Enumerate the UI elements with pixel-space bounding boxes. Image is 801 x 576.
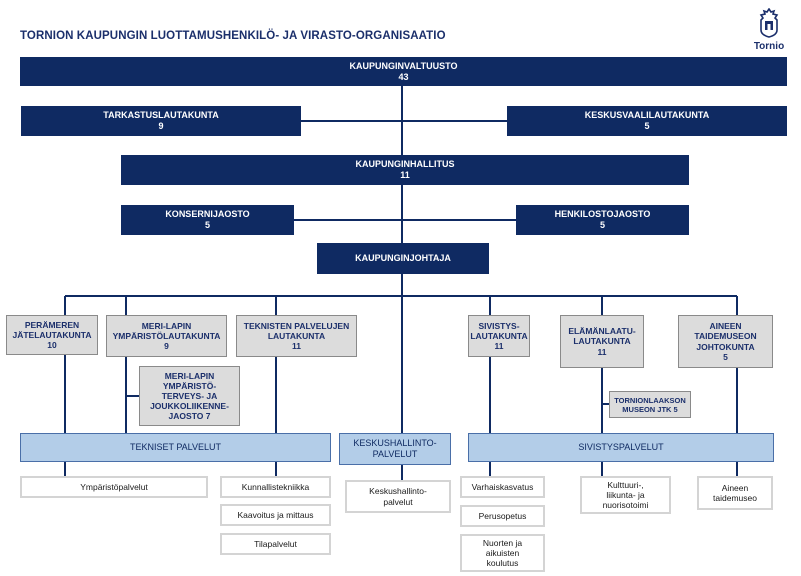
konsernijaosto-box: KONSERNIJAOSTO 5 (121, 205, 294, 235)
kaavoitus-ja-mittaus-box: Kaavoitus ja mittaus (220, 504, 331, 526)
box-count: 11 (292, 341, 301, 352)
box-label: KAUPUNGINJOHTAJA (355, 253, 451, 264)
box-label: TAIDEMUSEON (694, 331, 757, 342)
merilapin-ymparistolautakunta-box: MERI-LAPIN YMPÄRISTÖLAUTAKUNTA 9 (106, 315, 227, 357)
nuorten-ja-aikuisten-koulutus-box: Nuorten ja aikuisten koulutus (460, 534, 545, 572)
tornionlaakson-museon-jtk-box: TORNIONLAAKSON MUSEON JTK 5 (609, 391, 691, 418)
box-label: YMPÄRISTÖ- (162, 380, 217, 391)
box-label: KESKUSVAALILAUTAKUNTA (584, 110, 710, 121)
box-label: TEKNISET PALVELUT (129, 442, 222, 453)
kulttuuri-liikunta-nuorisotoimi-box: Kulttuuri-, liikunta- ja nuorisotoimi (580, 476, 671, 514)
box-label: JAOSTO 7 (168, 411, 211, 422)
aineen-taidemuseo-box: Aineen taidemuseo (697, 476, 773, 510)
box-label: nuorisotoimi (602, 500, 649, 511)
box-label: Tilapalvelut (254, 538, 297, 549)
tekniset-palvelut-box: TEKNISET PALVELUT (20, 433, 331, 462)
box-label: MUSEON JTK 5 (622, 404, 678, 414)
sivistyslautakunta-box: SIVISTYS- LAUTAKUNTA 11 (468, 315, 530, 357)
box-label: LAUTAKUNTA (573, 336, 631, 347)
box-label: Kaavoitus ja mittaus (237, 509, 314, 520)
sivistyspalvelut-box: SIVISTYSPALVELUT (468, 433, 774, 462)
box-label: LAUTAKUNTA (267, 330, 326, 341)
box-count: 5 (204, 220, 210, 230)
kaupunginhallitus-box: KAUPUNGINHALLITUS 11 (121, 155, 689, 185)
box-label: Aineen (721, 482, 749, 493)
box-count: 5 (723, 351, 728, 362)
box-label: TORNIONLAAKSON (614, 395, 686, 405)
kunnallistekniikka-box: Kunnallistekniikka (220, 476, 331, 498)
box-label: PALVELUT (372, 449, 418, 459)
box-label: koulutus (486, 558, 519, 569)
elamanlaatulautakunta-box: ELÄMÄNLAATU- LAUTAKUNTA 11 (560, 315, 644, 368)
box-label: AINEEN (709, 321, 742, 332)
kaupunginjohtaja-box: KAUPUNGINJOHTAJA (317, 243, 489, 274)
box-label: Ympäristöpalvelut (80, 481, 148, 492)
box-label: KAUPUNGINVALTUUSTO (349, 60, 458, 71)
box-label: taidemuseo (713, 493, 757, 503)
aineen-taidemuseon-johtokunta-box: AINEEN TAIDEMUSEON JOHTOKUNTA 5 (678, 315, 773, 368)
box-count: 9 (164, 341, 169, 352)
box-label: JÄTELAUTAKUNTA (12, 329, 92, 340)
box-count: 43 (398, 71, 409, 82)
keskusvaalilautakunta-box: KESKUSVAALILAUTAKUNTA 5 (507, 106, 787, 136)
box-label: MERI-LAPIN (164, 370, 215, 381)
ymparistopalvelut-box: Ympäristöpalvelut (20, 476, 208, 498)
box-label: Nuorten ja (482, 537, 523, 548)
box-label: KONSERNIJAOSTO (165, 209, 250, 220)
box-count: 10 (47, 340, 57, 351)
keskushallintopalvelut-box: KESKUSHALLINTO- PALVELUT (339, 433, 451, 465)
tarkastuslautakunta-box: TARKASTUSLAUTAKUNTA 9 (21, 106, 301, 136)
perusopetus-box: Perusopetus (460, 505, 545, 527)
box-label: SIVISTYS- (478, 320, 520, 331)
box-label: MERI-LAPIN (141, 320, 192, 331)
box-label: aikuisten (485, 547, 520, 558)
box-count: 5 (644, 121, 650, 131)
box-count: 11 (400, 170, 410, 180)
logo-text: Tornio (753, 41, 785, 52)
teknisten-palvelujen-lautakunta-box: TEKNISTEN PALVELUJEN LAUTAKUNTA 11 (236, 315, 357, 357)
box-label: Kulttuuri-, (607, 479, 644, 490)
box-label: TEKNISTEN PALVELUJEN (243, 320, 350, 331)
kaupunginvaltuusto-box: KAUPUNGINVALTUUSTO 43 (20, 57, 787, 86)
keskushallintopalvelut-unit-box: Keskushallinto- palvelut (345, 480, 451, 513)
box-count: 11 (597, 346, 607, 357)
box-label: Varhaiskasvatus (471, 481, 534, 492)
merilapin-jaosto-box: MERI-LAPIN YMPÄRISTÖ- TERVEYS- JA JOUKKO… (139, 366, 240, 426)
box-label: Keskushallinto- (369, 486, 427, 497)
box-label: liikunta- ja (606, 489, 645, 500)
tilapalvelut-box: Tilapalvelut (220, 533, 331, 555)
page-title: TORNION KAUPUNGIN LUOTTAMUSHENKILÖ- JA V… (20, 30, 446, 42)
box-count: 11 (494, 341, 504, 352)
box-count: 5 (599, 220, 605, 230)
box-label: YMPÄRISTÖLAUTAKUNTA (112, 330, 221, 341)
box-label: JOHTOKUNTA (696, 341, 755, 352)
varhaiskasvatus-box: Varhaiskasvatus (460, 476, 545, 498)
box-label: TERVEYS- JA (161, 390, 218, 401)
box-label: palvelut (383, 496, 413, 507)
box-label: ELÄMÄNLAATU- (568, 326, 636, 337)
box-label: LAUTAKUNTA (470, 330, 528, 341)
box-label: HENKILOSTOJAOSTO (554, 209, 651, 220)
tornio-crest-icon (759, 7, 779, 38)
box-label: JOUKKOLIIKENNE- (150, 401, 229, 412)
box-count: 9 (158, 121, 164, 131)
box-label: PERÄMEREN (24, 319, 80, 330)
box-label: KAUPUNGINHALLITUS (355, 159, 455, 170)
perameren-jatelautakunta-box: PERÄMEREN JÄTELAUTAKUNTA 10 (6, 315, 98, 355)
henkilostojaosto-box: HENKILOSTOJAOSTO 5 (516, 205, 689, 235)
box-label: SIVISTYSPALVELUT (578, 442, 664, 453)
box-label: Perusopetus (478, 510, 527, 521)
box-label: Kunnallistekniikka (241, 481, 310, 492)
box-label: TARKASTUSLAUTAKUNTA (103, 110, 219, 121)
box-label: KESKUSHALLINTO- (353, 438, 437, 449)
tornio-logo: Tornio (749, 7, 789, 52)
